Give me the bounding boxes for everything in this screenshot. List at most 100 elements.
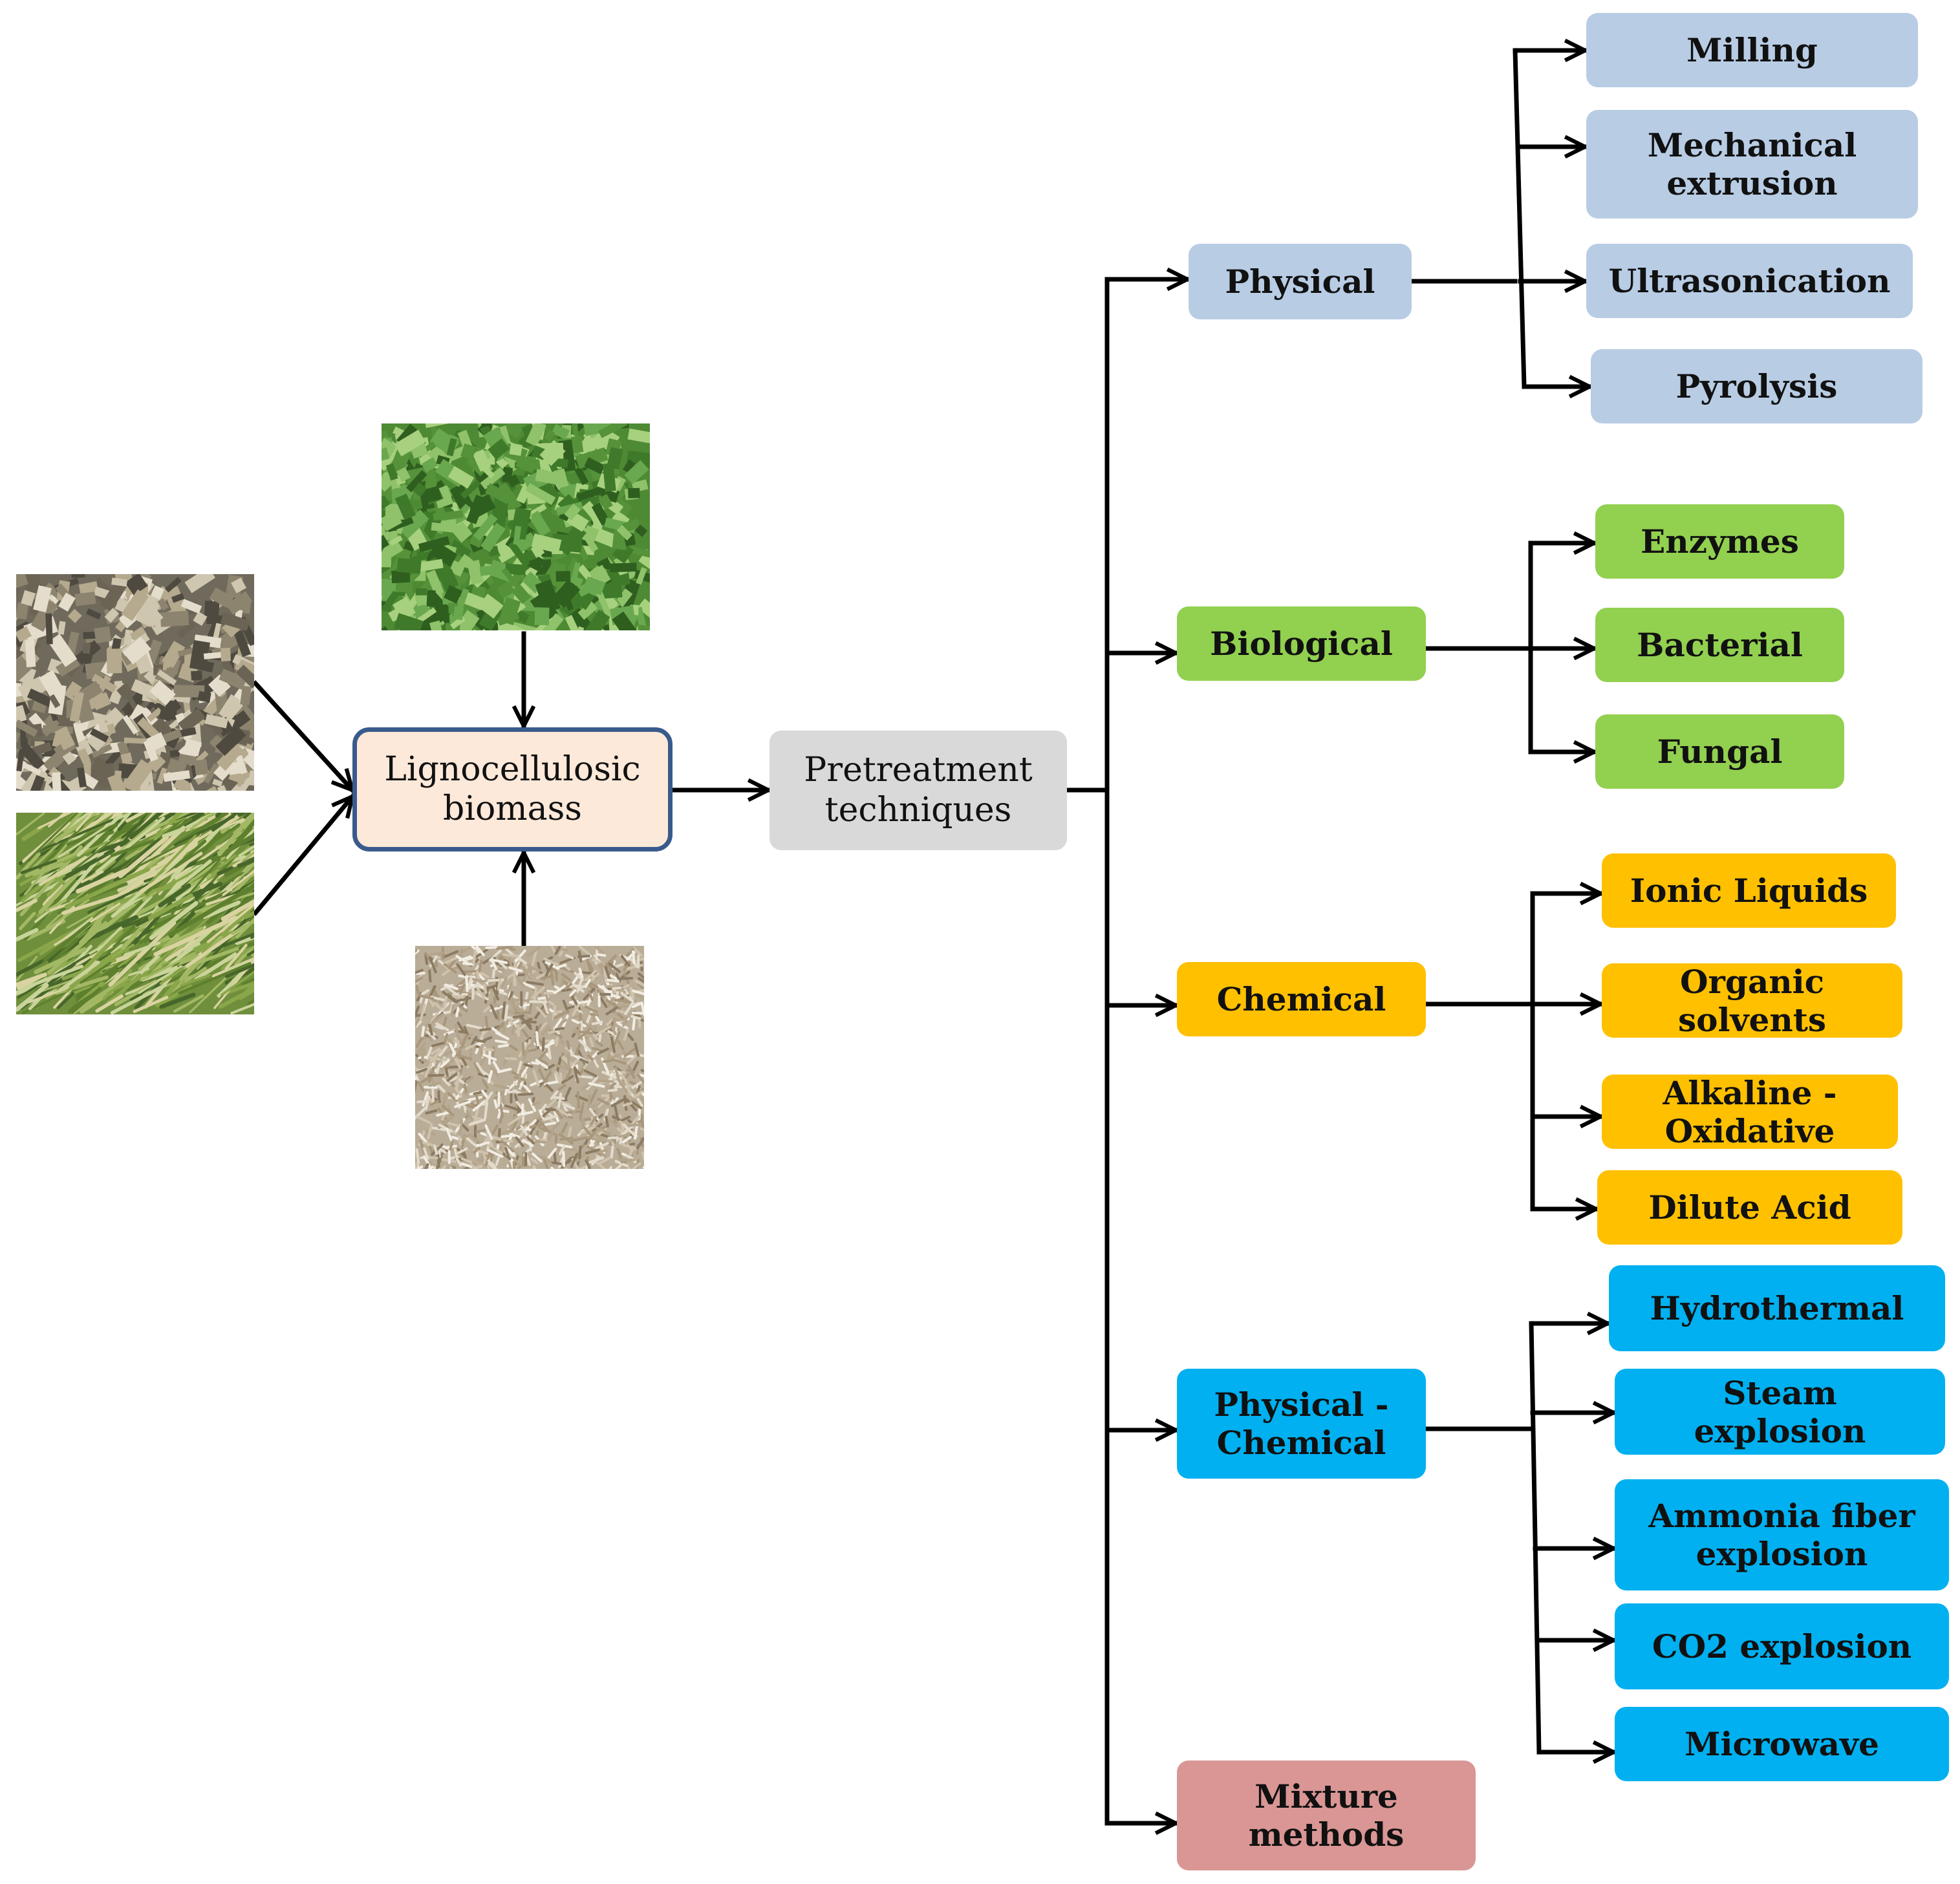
texture-mark xyxy=(418,994,435,1000)
method-label: Hydrothermal xyxy=(1650,1289,1904,1327)
texture-mark xyxy=(429,996,447,1002)
texture-mark xyxy=(460,1034,468,1049)
texture-mark xyxy=(203,763,219,784)
texture-mark xyxy=(24,839,72,895)
texture-mark xyxy=(546,1148,557,1161)
texture-mark xyxy=(591,972,600,981)
texture-mark xyxy=(634,1122,639,1140)
texture-mark xyxy=(506,474,521,488)
texture-mark xyxy=(578,1145,582,1160)
texture-mark xyxy=(436,1153,440,1168)
texture-mark xyxy=(552,1010,563,1014)
texture-mark xyxy=(454,1087,463,1098)
texture-mark xyxy=(576,451,595,469)
texture-mark xyxy=(143,739,158,762)
texture-mark xyxy=(543,957,559,966)
texture-mark xyxy=(628,1123,640,1127)
texture-mark xyxy=(436,1111,451,1117)
texture-mark xyxy=(239,941,254,950)
texture-mark xyxy=(501,1151,512,1161)
texture-mark xyxy=(431,1013,444,1025)
texture-mark xyxy=(558,946,566,957)
texture-mark xyxy=(33,585,52,613)
texture-mark xyxy=(620,992,634,1003)
texture-mark xyxy=(632,1016,636,1031)
texture-mark xyxy=(530,543,545,558)
texture-mark xyxy=(607,978,619,983)
texture-mark xyxy=(191,670,202,681)
texture-mark xyxy=(52,772,61,791)
texture-mark xyxy=(493,1099,498,1109)
texture-mark xyxy=(180,974,211,987)
texture-mark xyxy=(173,776,189,791)
texture-mark xyxy=(28,775,45,791)
texture-mark xyxy=(610,1097,627,1108)
texture-mark xyxy=(175,863,203,881)
texture-mark xyxy=(584,979,591,989)
texture-mark xyxy=(441,1104,455,1117)
texture-mark xyxy=(591,958,604,965)
texture-mark xyxy=(71,828,127,872)
texture-mark xyxy=(499,1104,504,1119)
texture-mark xyxy=(502,953,519,958)
texture-mark xyxy=(462,962,475,966)
texture-mark xyxy=(583,1069,598,1078)
texture-mark xyxy=(557,963,567,969)
texture-mark xyxy=(382,510,402,531)
texture-mark xyxy=(508,1115,517,1133)
texture-mark xyxy=(415,1041,427,1056)
texture-mark xyxy=(168,886,250,937)
texture-mark xyxy=(58,960,100,992)
texture-mark xyxy=(458,955,472,962)
texture-mark xyxy=(560,988,572,992)
texture-mark xyxy=(458,1005,468,1012)
texture-mark xyxy=(598,1079,614,1083)
texture-mark xyxy=(473,513,498,541)
texture-mark xyxy=(424,1163,429,1169)
texture-mark xyxy=(497,1128,514,1136)
texture-mark xyxy=(558,965,575,974)
texture-mark xyxy=(453,1148,458,1157)
texture-mark xyxy=(142,605,164,627)
texture-mark xyxy=(576,1091,581,1109)
texture-mark xyxy=(48,634,78,667)
texture-mark xyxy=(590,1115,598,1126)
texture-mark xyxy=(522,1084,532,1093)
texture-mark xyxy=(475,946,485,957)
texture-mark xyxy=(61,893,124,915)
texture-mark xyxy=(16,851,41,880)
texture-mark xyxy=(453,996,472,1003)
texture-mark xyxy=(470,1135,483,1146)
texture-mark xyxy=(555,1109,563,1119)
texture-mark xyxy=(550,1090,559,1100)
texture-mark xyxy=(508,1161,513,1169)
texture-mark xyxy=(479,565,497,576)
texture-mark xyxy=(562,1000,570,1013)
texture-mark xyxy=(543,1115,559,1121)
texture-mark xyxy=(148,834,197,885)
texture-mark xyxy=(499,597,521,626)
arrow-grass-to-biomass xyxy=(252,797,356,916)
texture-mark xyxy=(632,989,644,996)
texture-mark xyxy=(587,1129,597,1142)
texture-mark xyxy=(556,1145,561,1156)
texture-mark xyxy=(16,626,32,643)
texture-mark xyxy=(220,612,250,632)
texture-mark xyxy=(539,440,566,466)
texture-mark xyxy=(177,619,197,639)
texture-mark xyxy=(382,535,390,551)
texture-mark xyxy=(447,1092,458,1102)
texture-mark xyxy=(499,990,508,996)
texture-mark xyxy=(240,685,252,706)
texture-mark xyxy=(473,1062,481,1075)
texture-mark xyxy=(568,1047,574,1057)
texture-mark xyxy=(611,1058,627,1065)
texture-mark xyxy=(572,1014,581,1020)
texture-mark xyxy=(69,943,135,988)
texture-mark xyxy=(574,1043,581,1056)
rice-husk-photo xyxy=(415,946,644,1169)
texture-mark xyxy=(634,524,648,537)
texture-mark xyxy=(532,1166,536,1169)
texture-mark xyxy=(153,915,237,957)
texture-mark xyxy=(589,1012,599,1017)
